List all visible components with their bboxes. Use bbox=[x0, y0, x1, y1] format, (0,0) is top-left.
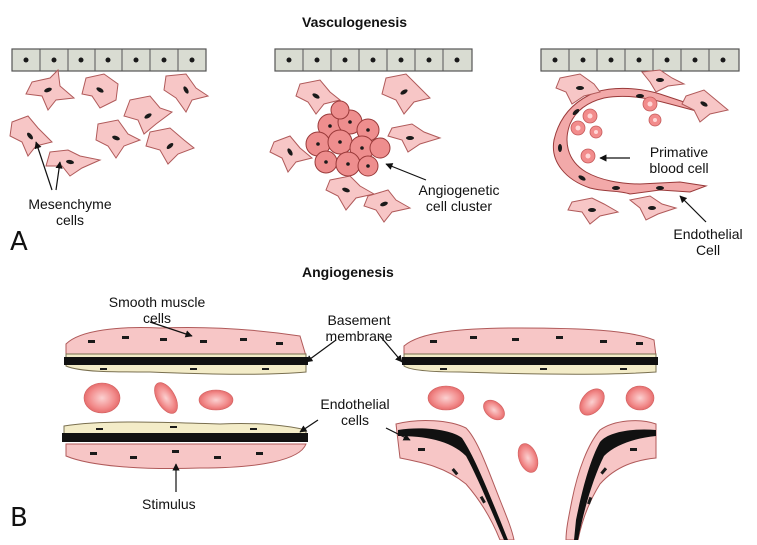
label-blood-line2: blood cell bbox=[636, 160, 722, 176]
epithelium-strip-middle bbox=[275, 49, 472, 71]
label-angiogenetic-cluster: Angiogenetic cell cluster bbox=[412, 182, 506, 214]
label-mesenchyme-line1: Mesenchyme bbox=[18, 196, 122, 212]
label-endothelial-b-line1: Endothelial bbox=[310, 396, 400, 412]
label-primative-blood-cell: Primative blood cell bbox=[636, 144, 722, 176]
label-basement-line1: Basement bbox=[318, 312, 400, 328]
label-stimulus: Stimulus bbox=[142, 496, 196, 512]
label-endothelial-a-line2: Cell bbox=[664, 242, 752, 258]
label-endothelial-a-line1: Endothelial bbox=[664, 226, 752, 242]
label-endothelial-cell-a: Endothelial Cell bbox=[664, 226, 752, 258]
label-smooth-muscle-cells: Smooth muscle cells bbox=[100, 294, 214, 326]
epithelium-strip-left bbox=[12, 49, 206, 71]
panel-letter-a: A bbox=[10, 228, 28, 256]
label-smooth-line2: cells bbox=[100, 310, 214, 326]
label-cluster-line2: cell cluster bbox=[412, 198, 506, 214]
heading-angiogenesis: Angiogenesis bbox=[302, 264, 394, 280]
label-blood-line1: Primative bbox=[636, 144, 722, 160]
label-mesenchyme-cells: Mesenchyme cells bbox=[18, 196, 122, 228]
label-smooth-line1: Smooth muscle bbox=[100, 294, 214, 310]
label-endothelial-b-line2: cells bbox=[310, 412, 400, 428]
right-vessel-sprout-right bbox=[566, 421, 656, 540]
label-endothelial-cells-b: Endothelial cells bbox=[310, 396, 400, 428]
heading-vasculogenesis: Vasculogenesis bbox=[302, 14, 407, 30]
right-vessel-upper-wall bbox=[402, 328, 658, 374]
mesenchyme-cells bbox=[10, 70, 208, 176]
red-blood-cells-left bbox=[84, 379, 233, 417]
panel-letter-b: B bbox=[10, 504, 28, 532]
label-basement-line2: membrane bbox=[318, 328, 400, 344]
label-basement-membrane: Basement membrane bbox=[318, 312, 400, 344]
label-cluster-line1: Angiogenetic bbox=[412, 182, 506, 198]
label-mesenchyme-line2: cells bbox=[18, 212, 122, 228]
right-vessel-sprout-left bbox=[396, 421, 514, 540]
epithelium-strip-right bbox=[541, 49, 739, 71]
